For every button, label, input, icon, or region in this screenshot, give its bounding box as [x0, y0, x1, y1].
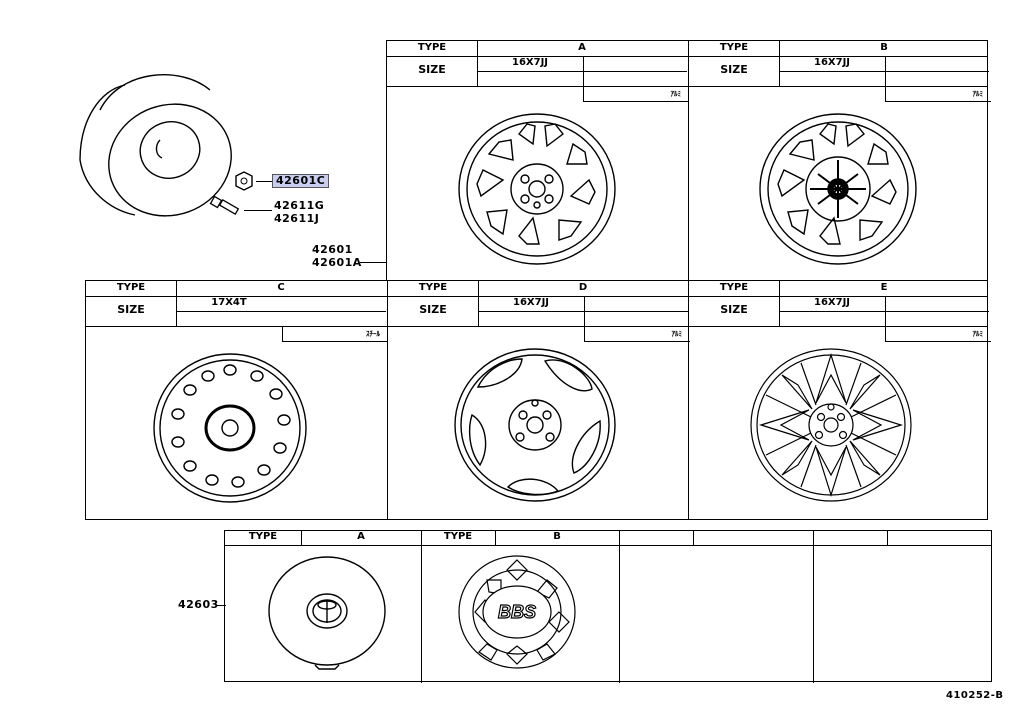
wheel-cap-panel: TYPE A TYPE B	[224, 530, 992, 683]
material-c: ｽﾁｰﾙ	[366, 330, 380, 338]
wheel-type-d-drawing	[454, 348, 616, 502]
size-label: SIZE	[419, 303, 447, 316]
wheel-type-c-drawing	[153, 353, 307, 503]
type-label: TYPE	[116, 282, 146, 293]
wheel-type-a-drawing	[458, 113, 616, 265]
size-value-b: 16X7JJ	[813, 57, 851, 68]
size-value-e: 16X7JJ	[813, 297, 851, 308]
size-value-a: 16X7JJ	[511, 57, 549, 68]
material-a: ｱﾙﾐ	[670, 90, 682, 98]
callout-42611g[interactable]: 42611G	[274, 199, 325, 212]
type-value-e: E	[880, 282, 888, 293]
cap-type-b-drawing: BBS	[458, 555, 576, 669]
size-value-c: 17X4T	[211, 297, 247, 308]
callout-42603[interactable]: 42603	[178, 598, 219, 611]
callout-42601c[interactable]: 42601C	[272, 174, 330, 188]
cap-type-a: A	[357, 531, 365, 542]
callout-42601a[interactable]: 42601A	[312, 256, 362, 269]
type-label: TYPE	[719, 42, 749, 53]
bbs-badge: BBS	[498, 602, 536, 622]
type-label: TYPE	[248, 531, 278, 542]
size-label: SIZE	[418, 63, 446, 76]
wheel-panel-c: TYPE C SIZE 17X4T ｽﾁｰﾙ	[85, 280, 388, 520]
type-value-d: D	[578, 282, 588, 293]
lug-nut-icon	[235, 171, 253, 191]
cap-type-a-drawing	[268, 556, 386, 670]
cap-type-b: B	[553, 531, 561, 542]
valve-stem-icon	[209, 195, 240, 215]
size-label: SIZE	[720, 63, 748, 76]
size-label: SIZE	[720, 303, 748, 316]
callout-42611j[interactable]: 42611J	[274, 212, 320, 225]
wheel-panel-d: TYPE D SIZE 16X7JJ ｱﾙﾐ	[387, 280, 690, 520]
material-d: ｱﾙﾐ	[671, 330, 683, 338]
type-label: TYPE	[418, 282, 448, 293]
wheel-type-e-drawing	[750, 348, 912, 502]
size-value-d: 16X7JJ	[512, 297, 550, 308]
diagram-number: 410252-B	[946, 690, 1004, 701]
type-label: TYPE	[417, 42, 447, 53]
material-b: ｱﾙﾐ	[972, 90, 984, 98]
wheel-panel-b: TYPE B SIZE 16X7JJ ｱﾙﾐ	[688, 40, 991, 281]
type-value-b: B	[880, 42, 888, 53]
type-label: TYPE	[443, 531, 473, 542]
callout-42601[interactable]: 42601	[312, 243, 353, 256]
wheel-panel-e: TYPE E SIZE 16X7JJ ｱﾙﾐ	[688, 280, 991, 520]
type-value-c: C	[277, 282, 285, 293]
type-label: TYPE	[719, 282, 749, 293]
size-label: SIZE	[117, 303, 145, 316]
type-value-a: A	[578, 42, 586, 53]
wheel-exploded-illustration	[79, 74, 232, 217]
wheel-type-b-drawing	[759, 113, 917, 265]
material-e: ｱﾙﾐ	[972, 330, 984, 338]
